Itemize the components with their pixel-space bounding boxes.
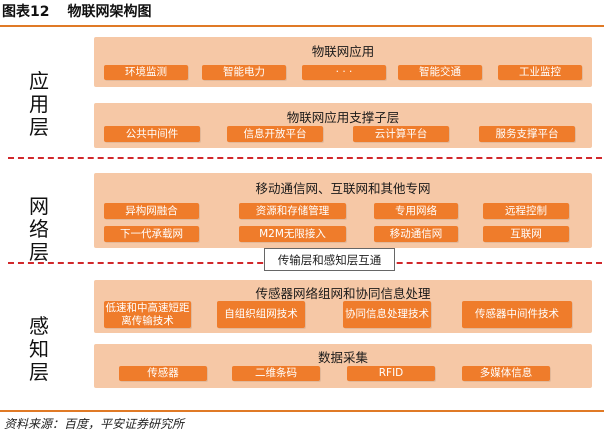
panel-network: 移动通信网、互联网和其他专网 异构网融合 资源和存储管理 专用网络 远程控制 下… [94, 173, 592, 248]
collection-item-sensor: 传感器 [119, 366, 207, 381]
top-rule [0, 25, 604, 27]
layer-label-application: 应用层 [29, 69, 49, 139]
figure-number: 图表12 [2, 4, 50, 20]
app-item-industrial-monitoring: 工业监控 [498, 65, 582, 80]
figure-caption: 物联网架构图 [67, 4, 152, 20]
panel-sensor-network: 传感器网络组网和协同信息处理 低速和中高速短距离传输技术 自组织组网技术 协同信… [94, 280, 592, 333]
app-item-smart-power: 智能电力 [202, 65, 286, 80]
panel-title: 传感器网络组网和协同信息处理 [255, 286, 431, 301]
panel-iot-applications: 物联网应用 环境监测 智能电力 · · · 智能交通 工业监控 [94, 37, 592, 87]
network-item-m2m-access: M2M无限接入 [239, 226, 346, 242]
panel-title: 物联网应用 [311, 44, 375, 59]
layer-label-network: 网络层 [29, 194, 49, 264]
app-item-ellipsis: · · · [302, 65, 386, 80]
sensor-item-collaborative: 协同信息处理技术 [343, 301, 431, 328]
panel-data-collection: 数据采集 传感器 二维条码 RFID 多媒体信息 [94, 344, 592, 388]
source-note: 资料来源：百度，平安证券研究所 [4, 417, 185, 431]
bottom-rule [0, 410, 604, 412]
panel-title: 数据采集 [317, 350, 368, 365]
support-item-middleware: 公共中间件 [104, 126, 200, 142]
network-item-remote-control: 远程控制 [483, 203, 569, 219]
network-item-private: 专用网络 [374, 203, 458, 219]
support-item-cloud: 云计算平台 [353, 126, 449, 142]
panel-application-support: 物联网应用支撑子层 公共中间件 信息开放平台 云计算平台 服务支撑平台 [94, 103, 592, 148]
network-item-resource-storage: 资源和存储管理 [239, 203, 346, 219]
app-item-env-monitoring: 环境监测 [104, 65, 188, 80]
collection-item-multimedia: 多媒体信息 [462, 366, 550, 381]
figure-title: 图表12 物联网架构图 [2, 2, 169, 22]
support-item-service-platform: 服务支撑平台 [479, 126, 575, 142]
app-item-smart-traffic: 智能交通 [398, 65, 482, 80]
collection-item-qr-code: 二维条码 [232, 366, 320, 381]
layer-label-perception: 感知层 [29, 314, 49, 384]
sensor-item-transmission: 低速和中高速短距离传输技术 [104, 301, 191, 328]
interconnect-label: 传输层和感知层互通 [264, 248, 395, 271]
network-item-mobile: 移动通信网 [374, 226, 458, 242]
network-item-internet: 互联网 [483, 226, 569, 242]
network-item-heterogeneous: 异构网融合 [104, 203, 199, 219]
network-item-next-gen-bearer: 下一代承载网 [104, 226, 199, 242]
support-item-open-platform: 信息开放平台 [227, 126, 323, 142]
collection-item-rfid: RFID [347, 366, 435, 381]
sensor-item-middleware: 传感器中间件技术 [462, 301, 572, 328]
sensor-item-self-organizing: 自组织组网技术 [217, 301, 305, 328]
panel-title: 物联网应用支撑子层 [286, 110, 400, 125]
divider-application-network [8, 157, 602, 159]
panel-title: 移动通信网、互联网和其他专网 [255, 181, 431, 196]
